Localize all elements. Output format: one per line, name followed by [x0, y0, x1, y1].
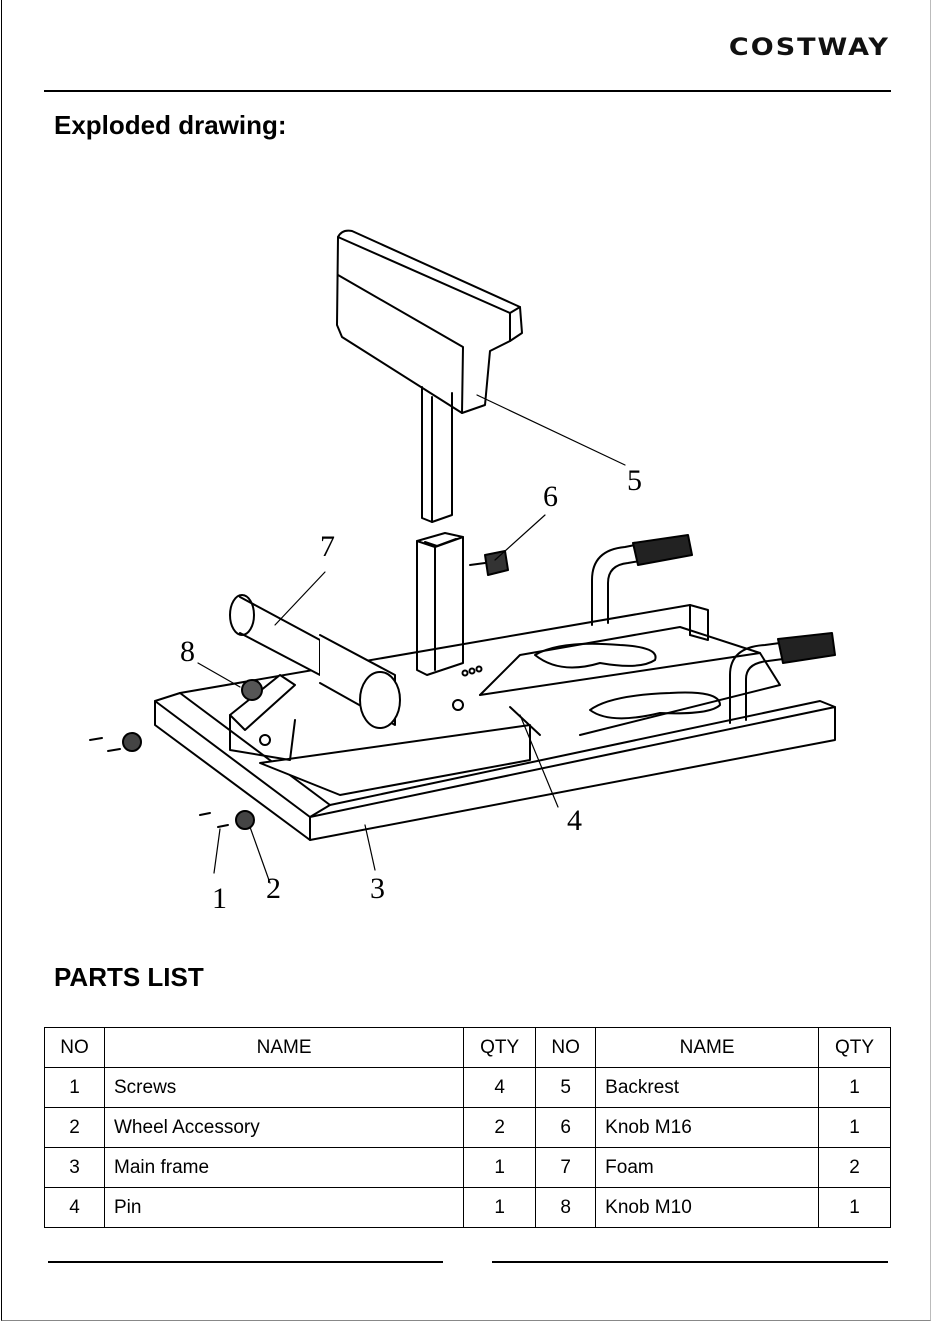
- exploded-drawing-title: Exploded drawing:: [54, 110, 287, 141]
- cell-qty: 1: [819, 1068, 891, 1108]
- header-name-left: NAME: [105, 1028, 464, 1068]
- cell-qty: 2: [819, 1148, 891, 1188]
- cell-qty: 1: [819, 1108, 891, 1148]
- callout-3: 3: [370, 872, 385, 905]
- cell-name: Knob M10: [596, 1188, 819, 1228]
- cell-qty: 1: [464, 1148, 536, 1188]
- callout-8: 8: [180, 635, 195, 668]
- table-row: 2 Wheel Accessory 2 6 Knob M16 1: [45, 1108, 891, 1148]
- cell-qty: 4: [464, 1068, 536, 1108]
- header-no-left: NO: [45, 1028, 105, 1068]
- cell-name: Backrest: [596, 1068, 819, 1108]
- cell-name: Knob M16: [596, 1108, 819, 1148]
- foam-rollers-drawing: [230, 595, 400, 760]
- callout-7: 7: [320, 530, 335, 563]
- cell-no: 8: [536, 1188, 596, 1228]
- header-qty-right: QTY: [819, 1028, 891, 1068]
- cell-no: 6: [536, 1108, 596, 1148]
- header-rule: [44, 90, 891, 92]
- cell-qty: 2: [464, 1108, 536, 1148]
- cell-qty: 1: [464, 1188, 536, 1228]
- cell-no: 4: [45, 1188, 105, 1228]
- cell-no: 7: [536, 1148, 596, 1188]
- cell-no: 1: [45, 1068, 105, 1108]
- callout-1: 1: [212, 882, 227, 915]
- callout-5: 5: [627, 464, 642, 497]
- parts-list-title: PARTS LIST: [54, 962, 204, 993]
- cell-qty: 1: [819, 1188, 891, 1228]
- handles-drawing: [592, 535, 835, 723]
- parts-table: NO NAME QTY NO NAME QTY 1 Screws 4 5 Bac…: [44, 1027, 891, 1228]
- table-row: 4 Pin 1 8 Knob M10 1: [45, 1188, 891, 1228]
- callout-6: 6: [543, 480, 558, 513]
- upright-socket-drawing: [417, 533, 463, 675]
- parts-table-header-row: NO NAME QTY NO NAME QTY: [45, 1028, 891, 1068]
- callout-4: 4: [567, 804, 582, 837]
- cell-name: Main frame: [105, 1148, 464, 1188]
- header-no-right: NO: [536, 1028, 596, 1068]
- cell-name: Foam: [596, 1148, 819, 1188]
- cell-name: Pin: [105, 1188, 464, 1228]
- brand-logo: COSTWAY: [729, 34, 890, 62]
- hardware-drawing: [90, 551, 540, 829]
- backrest-drawing: [337, 231, 522, 522]
- header-qty-left: QTY: [464, 1028, 536, 1068]
- callout-2: 2: [266, 872, 281, 905]
- header-name-right: NAME: [596, 1028, 819, 1068]
- cell-no: 3: [45, 1148, 105, 1188]
- footer-rule-left: [48, 1261, 443, 1263]
- cell-no: 2: [45, 1108, 105, 1148]
- exploded-drawing: 1 2 3 4 5 6 7 8: [80, 215, 860, 915]
- footer-rule-right: [492, 1261, 888, 1263]
- cell-name: Screws: [105, 1068, 464, 1108]
- cell-name: Wheel Accessory: [105, 1108, 464, 1148]
- table-row: 3 Main frame 1 7 Foam 2: [45, 1148, 891, 1188]
- cell-no: 5: [536, 1068, 596, 1108]
- table-row: 1 Screws 4 5 Backrest 1: [45, 1068, 891, 1108]
